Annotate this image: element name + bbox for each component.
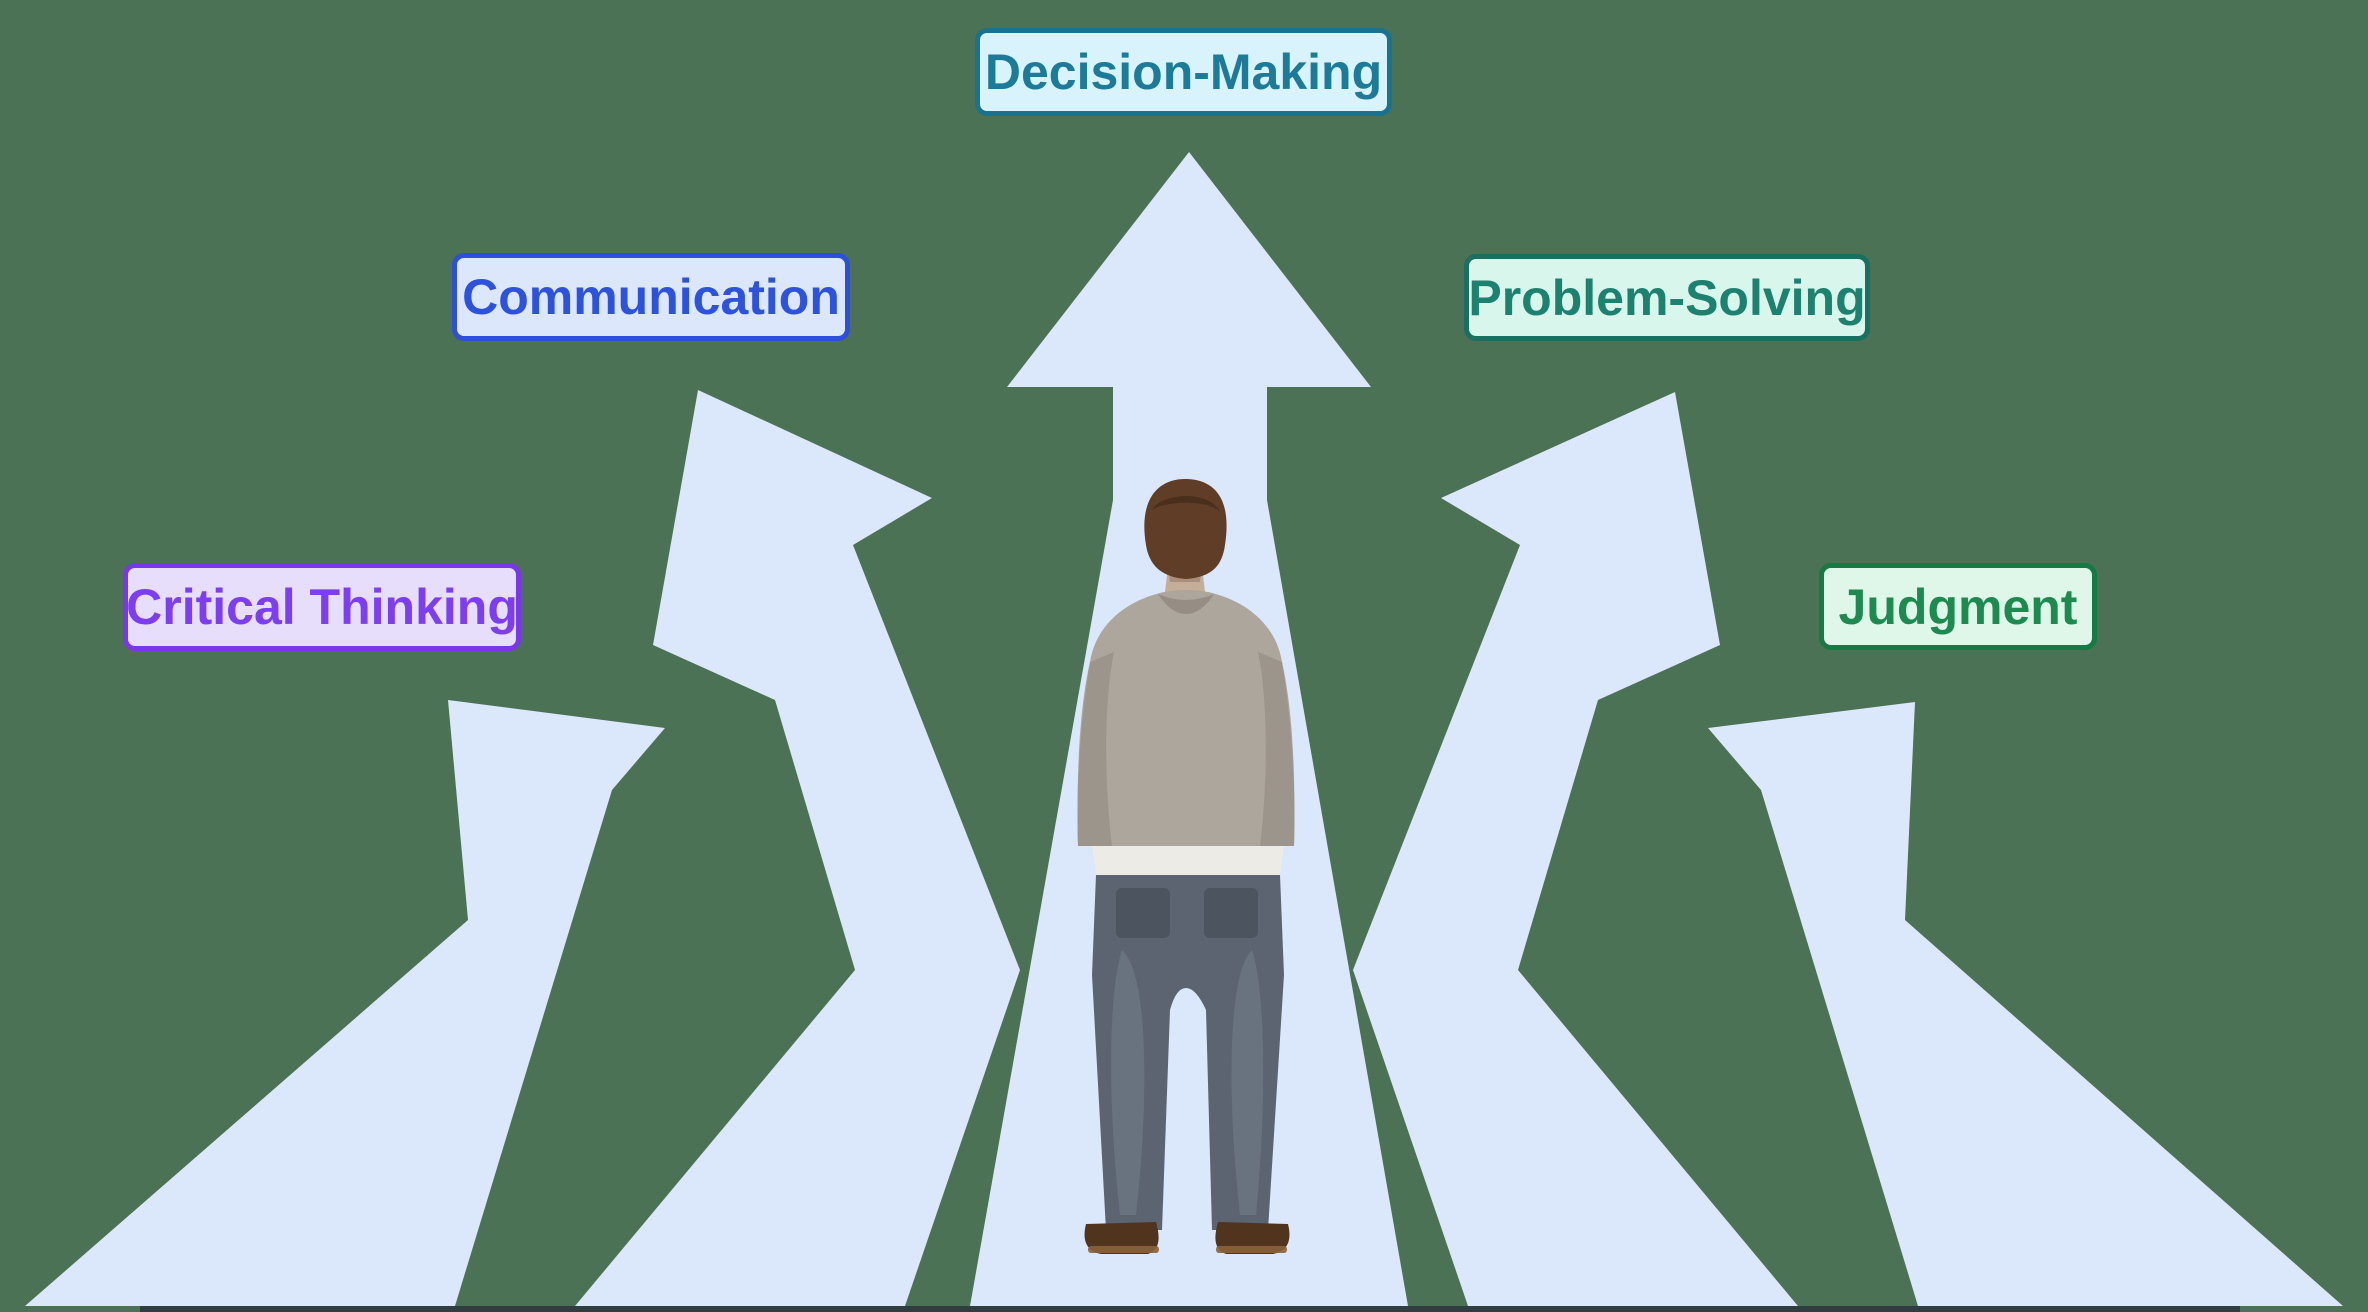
person-shoe-sole-right (1216, 1246, 1287, 1253)
arrow-communication (575, 390, 1020, 1306)
person-jeans-fade-right (1231, 950, 1264, 1215)
label-judgment: Judgment (1819, 563, 2097, 650)
arrow-judgment (1708, 702, 2343, 1306)
person-sweater (1077, 590, 1295, 846)
label-judgment-text: Judgment (1838, 578, 2078, 635)
label-problem-solving: Problem-Solving (1464, 254, 1870, 341)
person-collar (1158, 594, 1214, 614)
person-hair-shade (1152, 496, 1220, 512)
person-illustration (1077, 478, 1295, 1254)
label-critical-thinking: Critical Thinking (123, 563, 521, 651)
person-hair (1144, 478, 1227, 579)
label-problem-solving-text: Problem-Solving (1468, 269, 1866, 326)
label-critical-thinking-text: Critical Thinking (126, 579, 518, 635)
person-left-arm (1077, 652, 1114, 846)
arrow-problem-solving (1353, 392, 1798, 1306)
ground-shadow-line (140, 1306, 2240, 1312)
person-jeans-fade-left (1111, 950, 1145, 1215)
label-decision-making-text: Decision-Making (984, 44, 1383, 100)
person-shirt-hem (1092, 846, 1284, 875)
person-shoe-sole-left (1088, 1246, 1159, 1253)
person-jeans-pocket-right (1204, 888, 1258, 938)
person-right-arm (1258, 652, 1295, 846)
label-decision-making: Decision-Making (975, 28, 1392, 116)
arrow-critical-thinking (25, 700, 665, 1306)
label-communication-text: Communication (462, 269, 840, 325)
person-jeans (1092, 875, 1284, 1230)
person-jeans-pocket-left (1116, 888, 1170, 938)
label-communication: Communication (452, 253, 850, 341)
